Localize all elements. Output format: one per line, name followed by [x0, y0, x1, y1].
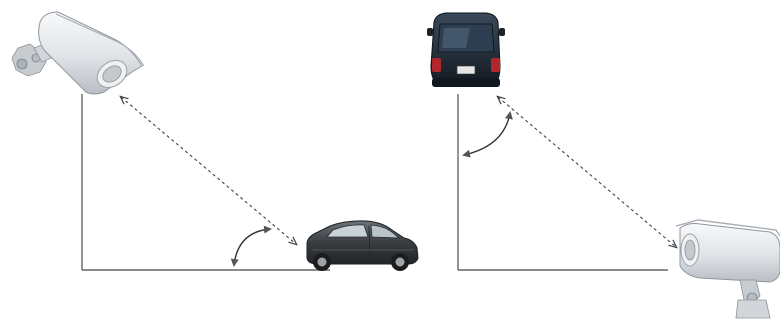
security-camera-icon: [676, 220, 780, 318]
left-sightline: [121, 97, 296, 244]
left-scene: [12, 12, 418, 271]
right-angle-arc: [464, 113, 510, 155]
van-rear-icon: [427, 13, 505, 87]
hatchback-car-side-icon: [307, 221, 418, 271]
right-sightline: [498, 97, 676, 247]
security-camera-icon: [12, 12, 144, 94]
left-angle-arc: [234, 229, 270, 265]
right-scene: [427, 13, 780, 318]
